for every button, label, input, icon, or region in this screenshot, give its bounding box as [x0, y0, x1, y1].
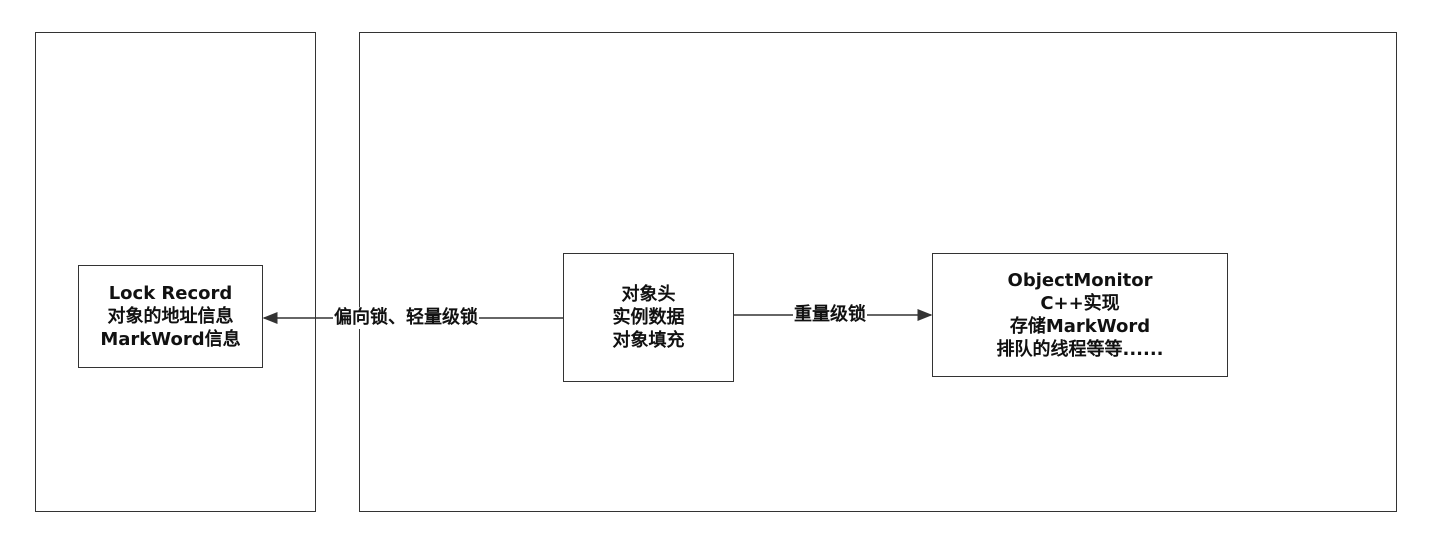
object-monitor-node: ObjectMonitor C++实现 存储MarkWord 排队的线程等等..… — [932, 253, 1228, 377]
object-line-header: 对象头 — [621, 284, 676, 305]
lock-record-title: Lock Record — [108, 283, 233, 304]
lock-record-node: Lock Record 对象的地址信息 MarkWord信息 — [78, 265, 263, 368]
edge-label-lock-record: 偏向锁、轻量级锁 — [333, 307, 479, 329]
lock-record-line-address: 对象的地址信息 — [107, 306, 234, 327]
object-monitor-line-markword: 存储MarkWord — [1009, 316, 1151, 337]
object-monitor-line-queue: 排队的线程等等...... — [996, 339, 1164, 360]
object-monitor-line-cpp: C++实现 — [1040, 293, 1120, 314]
object-line-instance-data: 实例数据 — [612, 307, 685, 328]
lock-record-line-markword: MarkWord信息 — [100, 329, 241, 350]
object-node: 对象头 实例数据 对象填充 — [563, 253, 734, 382]
object-line-padding: 对象填充 — [612, 330, 685, 351]
edge-label-object-monitor: 重量级锁 — [793, 304, 867, 326]
object-monitor-title: ObjectMonitor — [1007, 270, 1153, 291]
